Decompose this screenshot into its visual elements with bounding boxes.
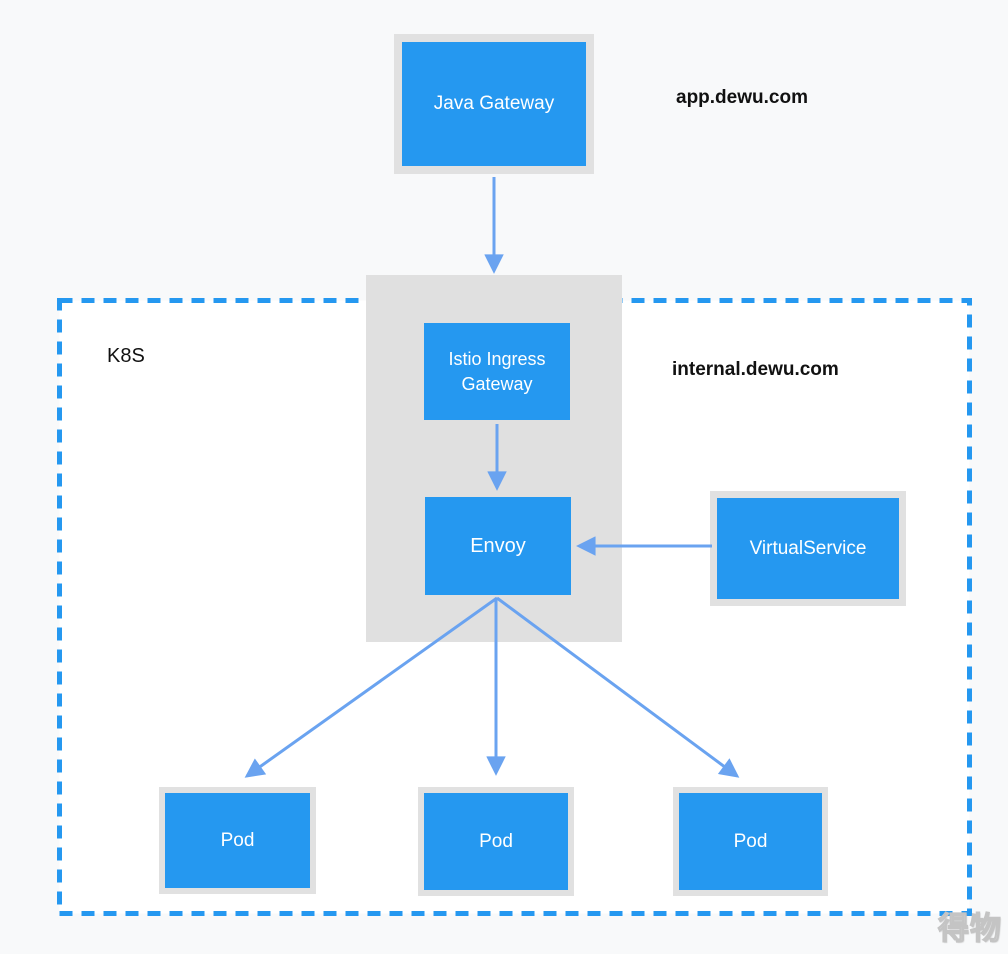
istio-ingress-gateway-node: Istio Ingress Gateway <box>424 323 570 420</box>
pod-node-1: Pod <box>159 787 316 894</box>
dewu-watermark: 得物 <box>937 910 1002 946</box>
app-domain-label: app.dewu.com <box>676 87 808 108</box>
java-gateway-label: Java Gateway <box>433 93 555 115</box>
pod-node-2-body: Pod <box>424 793 568 890</box>
pod-node-1-body: Pod <box>165 793 310 888</box>
pod-node-2: Pod <box>418 787 574 896</box>
pod-2-label: Pod <box>479 830 513 852</box>
java-gateway-node-body: Java Gateway <box>402 42 586 166</box>
virtual-service-node-body: VirtualService <box>717 498 899 599</box>
envoy-label: Envoy <box>470 534 526 557</box>
pod-3-label: Pod <box>733 830 768 852</box>
k8s-cluster-label: K8S <box>107 345 145 367</box>
pod-1-label: Pod <box>220 829 255 851</box>
virtual-service-node: VirtualService <box>710 491 906 606</box>
istio-ingress-gateway-label: Istio Ingress Gateway <box>448 349 546 394</box>
java-gateway-node: Java Gateway <box>394 34 594 174</box>
pod-node-3: Pod <box>673 787 828 896</box>
virtual-service-label: VirtualService <box>749 537 867 559</box>
internal-domain-label: internal.dewu.com <box>672 359 839 380</box>
envoy-node: Envoy <box>425 497 571 595</box>
pod-node-3-body: Pod <box>679 793 822 890</box>
